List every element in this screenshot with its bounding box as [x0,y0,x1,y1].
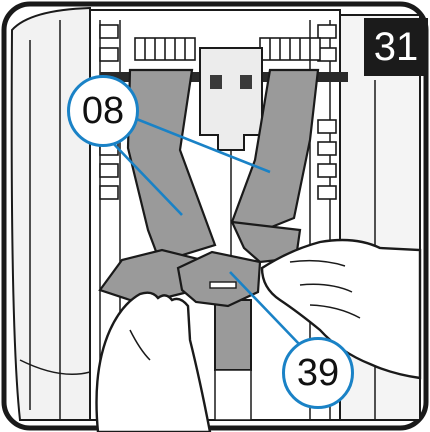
crotch-strap [215,300,251,370]
seat-shell-left [12,8,90,420]
headrest-tab [200,48,262,150]
step-number-badge: 31 [364,18,428,76]
callout-08-label: 08 [67,75,139,147]
callout-39-label: 39 [282,337,354,409]
